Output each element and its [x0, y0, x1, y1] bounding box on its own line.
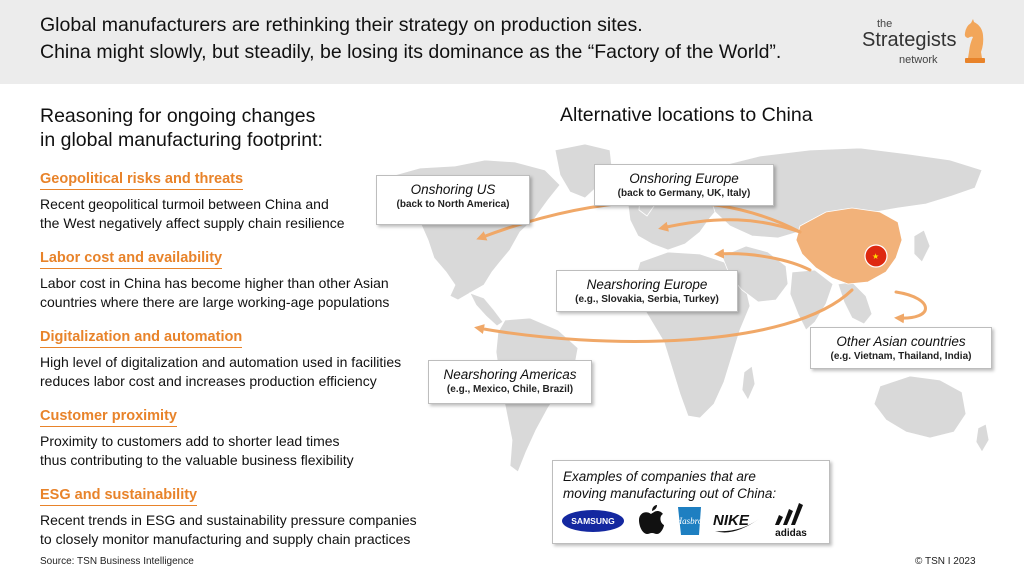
arrow-to-americas — [474, 288, 854, 343]
reason-line: Recent trends in ESG and sustainability … — [40, 512, 417, 528]
nike-logo-text: NIKE — [713, 512, 750, 529]
madagascar-landmass — [741, 365, 756, 401]
callout-title: Nearshoring Americas — [443, 367, 577, 382]
companies-title-line-2: moving manufacturing out of China: — [563, 486, 777, 501]
callout-onshoring-us: Onshoring US (back to North America) — [376, 175, 530, 225]
samsung-logo-text: SAMSUNG — [571, 516, 615, 526]
reason-line: reduces labor cost and increases product… — [40, 373, 377, 389]
callout-onshoring-europe: Onshoring Europe (back to Germany, UK, I… — [594, 164, 774, 206]
companies-title: Examples of companies that are moving ma… — [563, 468, 776, 502]
callout-subtitle: (e.g., Mexico, Chile, Brazil) — [446, 384, 574, 395]
reason-line: countries where there are large working-… — [40, 294, 390, 310]
logo-strategists: Strategists — [862, 29, 957, 51]
reason-line: Labor cost in China has become higher th… — [40, 275, 389, 291]
arrow-to-asia — [894, 290, 927, 324]
reason-line: the West negatively affect supply chain … — [40, 215, 345, 231]
svg-text:★: ★ — [872, 252, 879, 261]
reason-line: Proximity to customers add to shorter le… — [40, 433, 340, 449]
logo-network: network — [899, 54, 938, 66]
reason-line: High level of digitalization and automat… — [40, 354, 402, 370]
reason-line: to closely monitor manufacturing and sup… — [40, 531, 411, 547]
reason-line: Recent geopolitical turmoil between Chin… — [40, 196, 329, 212]
australia-landmass — [873, 375, 967, 439]
callout-title: Onshoring Europe — [629, 171, 739, 186]
reason-labor-cost: Labor cost and availability Labor cost i… — [40, 249, 460, 312]
companies-title-line-1: Examples of companies that are — [563, 469, 756, 484]
strategists-network-logo: the Strategists network — [862, 18, 992, 68]
chess-knight-icon — [964, 19, 985, 63]
samsung-logo: SAMSUNG — [562, 510, 624, 532]
callout-title: Nearshoring Europe — [586, 277, 708, 292]
reason-digitalization: Digitalization and automation High level… — [40, 328, 460, 391]
callout-other-asian-countries: Other Asian countries (e.g. Vietnam, Tha… — [810, 327, 992, 369]
company-logos: SAMSUNG Hasbro NIKE adidas — [562, 503, 807, 539]
china-flag-marker — [864, 244, 888, 268]
adidas-logo: adidas — [775, 503, 807, 539]
southeast-asia-landmass — [837, 281, 873, 325]
reason-description: Proximity to customers add to shorter le… — [40, 432, 460, 470]
reason-heading: Labor cost and availability — [40, 250, 223, 269]
callout-subtitle: (back to North America) — [396, 199, 510, 210]
central-america-landmass — [469, 292, 504, 327]
new-zealand-landmass — [975, 423, 990, 453]
reason-description: Labor cost in China has become higher th… — [40, 274, 460, 312]
hasbro-logo-text: Hasbro — [675, 516, 703, 526]
callout-nearshoring-europe: Nearshoring Europe (e.g., Slovakia, Serb… — [556, 270, 738, 312]
callout-title: Onshoring US — [410, 182, 496, 197]
reason-customer-proximity: Customer proximity Proximity to customer… — [40, 407, 460, 470]
reasoning-title-line-2: in global manufacturing footprint: — [40, 129, 323, 151]
arrow-to-europe — [658, 218, 802, 234]
reason-heading: Digitalization and automation — [40, 329, 243, 348]
logo-the: the — [877, 18, 893, 30]
copyright-note: © TSN I 2023 — [915, 556, 976, 567]
north-asia-landmass — [707, 147, 983, 239]
arrow-to-near-europe — [714, 248, 812, 272]
callout-subtitle: (back to Germany, UK, Italy) — [617, 188, 751, 199]
alternatives-title: Alternative locations to China — [560, 104, 813, 126]
reason-geopolitical: Geopolitical risks and threats Recent ge… — [40, 170, 460, 233]
india-landmass — [789, 269, 834, 331]
apple-icon — [639, 505, 664, 534]
headline-line-1: Global manufacturers are rethinking thei… — [40, 14, 643, 36]
reasoning-title: Reasoning for ongoing changes in global … — [40, 104, 323, 152]
source-note: Source: TSN Business Intelligence — [40, 556, 194, 567]
reason-esg: ESG and sustainability Recent trends in … — [40, 486, 460, 549]
reason-heading: Customer proximity — [40, 408, 177, 427]
reason-description: High level of digitalization and automat… — [40, 353, 460, 391]
companies-box: Examples of companies that are moving ma… — [552, 460, 830, 544]
adidas-logo-text: adidas — [775, 528, 807, 539]
callout-nearshoring-americas: Nearshoring Americas (e.g., Mexico, Chil… — [428, 360, 592, 404]
reason-description: Recent trends in ESG and sustainability … — [40, 511, 460, 549]
callout-subtitle: (e.g., Slovakia, Serbia, Turkey) — [575, 294, 719, 305]
japan-landmass — [913, 229, 931, 263]
reasoning-title-line-1: Reasoning for ongoing changes — [40, 105, 316, 127]
callout-title: Other Asian countries — [836, 334, 966, 349]
reason-heading: ESG and sustainability — [40, 487, 198, 506]
reason-heading: Geopolitical risks and threats — [40, 171, 244, 190]
callout-subtitle: (e.g. Vietnam, Thailand, India) — [830, 351, 972, 362]
header-banner: Global manufacturers are rethinking thei… — [0, 0, 1024, 84]
hasbro-logo: Hasbro — [675, 507, 703, 535]
reason-description: Recent geopolitical turmoil between Chin… — [40, 195, 460, 233]
headline-line-2: China might slowly, but steadily, be los… — [40, 41, 782, 63]
nike-logo: NIKE — [713, 512, 759, 533]
reason-line: thus contributing to the valuable busine… — [40, 452, 354, 468]
